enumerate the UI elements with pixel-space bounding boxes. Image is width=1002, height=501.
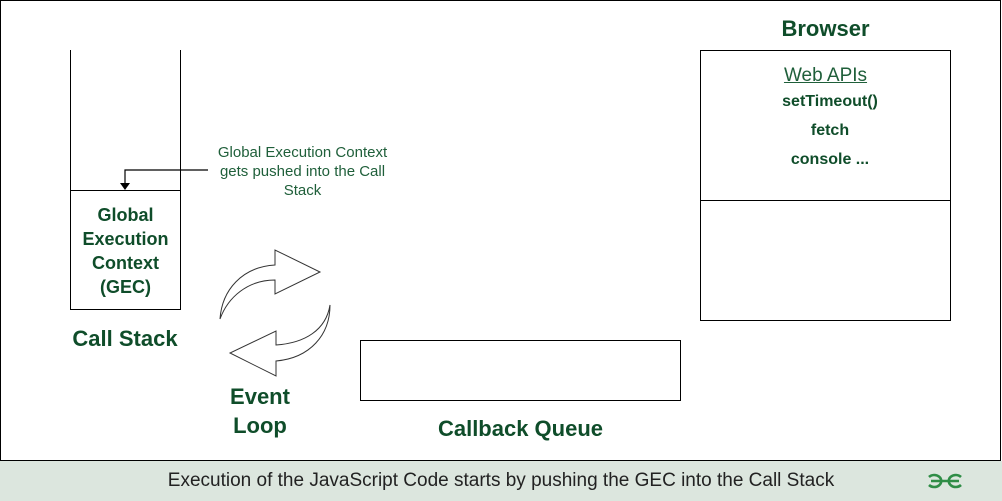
gec-line-1: Global [97, 205, 154, 225]
push-connector-arrow [124, 169, 208, 185]
api-item-settimeout: setTimeout() [782, 93, 878, 110]
api-item-console: console ... [790, 151, 870, 168]
browser-title: Browser [781, 16, 870, 41]
gec-stack-frame [70, 190, 180, 310]
caption-bar [0, 461, 1002, 501]
web-apis-divider [700, 200, 951, 201]
connector-layer [120, 169, 331, 377]
diagram-canvas [0, 0, 1001, 462]
event-loop-label: Event Loop [205, 382, 315, 440]
annotation-line-3: Stack [283, 182, 322, 199]
gec-line-4: (GEC) [100, 277, 151, 297]
event-loop-icon [219, 249, 331, 377]
callback-queue-box [360, 340, 681, 401]
gec-frame-label: Global Execution Context (GEC) [70, 203, 181, 299]
annotation-line-1: Global Execution Context [217, 144, 388, 161]
gec-line-2: Execution [82, 229, 169, 249]
callback-queue-label: Callback Queue [437, 416, 604, 441]
call-stack-label: Call Stack [72, 326, 178, 351]
loop-arrow-right-icon [219, 249, 322, 320]
push-annotation: Global Execution Context gets pushed int… [200, 143, 405, 200]
event-loop-line-1: Event [230, 384, 290, 409]
call-stack-right-wall [180, 50, 181, 310]
loop-arrow-left-icon [228, 304, 331, 377]
gfg-logo-icon [928, 473, 962, 489]
caption-text: Execution of the JavaScript Code starts … [167, 470, 835, 491]
call-stack-left-wall [70, 50, 71, 310]
event-loop-line-2: Loop [233, 413, 287, 438]
web-apis-heading: Web APIs [700, 65, 951, 87]
annotation-line-2: gets pushed into the Call [219, 163, 386, 180]
web-apis-box [700, 50, 951, 321]
web-apis-title: Web APIs [783, 65, 868, 86]
api-item-fetch: fetch [810, 122, 850, 139]
gec-line-3: Context [92, 253, 159, 273]
push-arrowhead-icon [120, 183, 130, 190]
